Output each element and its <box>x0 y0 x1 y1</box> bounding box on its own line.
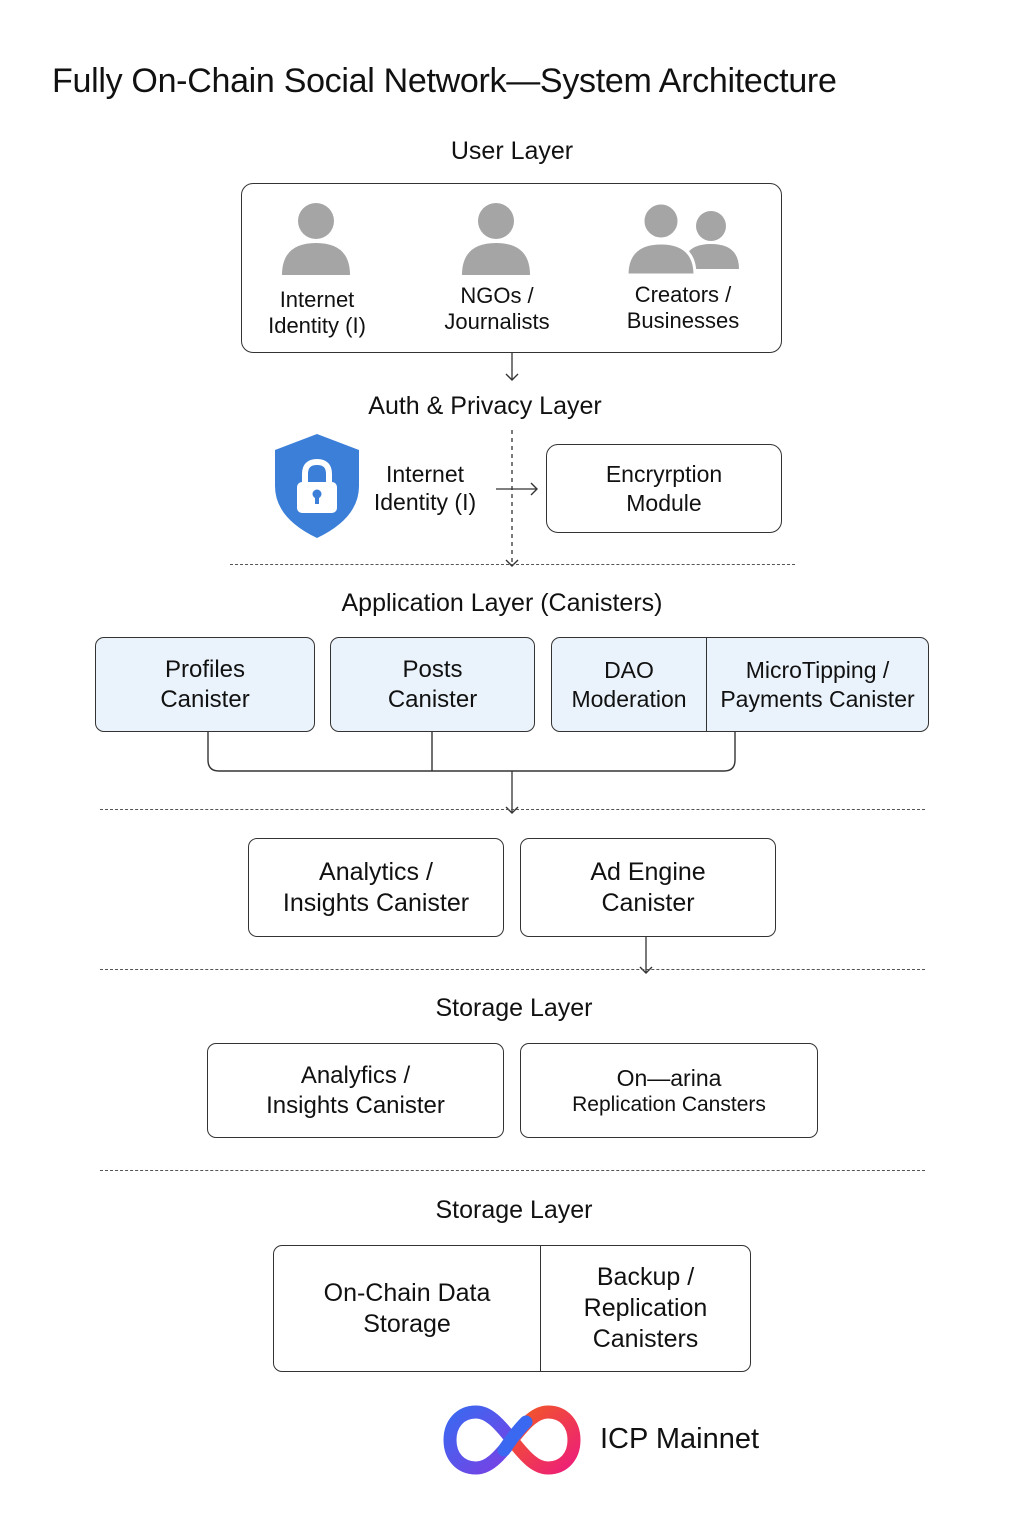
encryption-module-box: Encryrption Module <box>546 444 782 533</box>
posts-canister-box: Posts Canister <box>330 637 535 732</box>
divider-services <box>100 969 925 970</box>
auth-identity-label: Internet Identity (I) <box>373 461 477 516</box>
analytics-insights-canister-box: Analytics / Insights Canister <box>248 838 504 937</box>
shield-lock-icon <box>275 434 359 538</box>
person-icon <box>462 203 530 275</box>
dao-moderation-cell: DAO Moderation <box>552 638 707 731</box>
diagram-title: Fully On-Chain Social Network—System Arc… <box>52 62 837 100</box>
divider-application <box>100 809 925 810</box>
ad-engine-canister-box: Ad Engine Canister <box>520 838 776 937</box>
icp-infinity-logo-icon <box>443 1405 581 1475</box>
storage-data-backup-box: On-Chain Data Storage Backup / Replicati… <box>273 1245 751 1372</box>
profiles-canister-box: Profiles Canister <box>95 637 315 732</box>
dao-tipping-box: DAO Moderation MicroTipping / Payments C… <box>551 637 929 732</box>
group-icon <box>625 201 739 277</box>
storage-layer-label-1: Storage Layer <box>435 994 593 1022</box>
divider-auth <box>230 564 795 565</box>
onchain-data-storage-cell: On-Chain Data Storage <box>274 1246 541 1371</box>
microtipping-payments-cell: MicroTipping / Payments Canister <box>720 657 915 712</box>
icp-mainnet-label: ICP Mainnet <box>600 1423 760 1455</box>
user-creators-businesses-label: Creators / Businesses <box>626 282 740 334</box>
storage-analytics-box: Analyfics / Insights Canister <box>207 1043 504 1138</box>
application-layer-label: Application Layer (Canisters) <box>341 589 663 617</box>
user-layer-label: User Layer <box>450 137 574 165</box>
user-layer-box: Internet Identity (I) NGOs / Journalists… <box>241 183 782 353</box>
storage-replication-box: On—arina Replication Cansters <box>520 1043 818 1138</box>
person-icon <box>282 203 350 275</box>
user-internet-identity-label: Internet Identity (I) <box>268 287 366 339</box>
storage-layer-label-2: Storage Layer <box>435 1196 593 1224</box>
divider-storage <box>100 1170 925 1171</box>
backup-replication-cell: Backup / Replication Canisters <box>583 1263 708 1353</box>
auth-layer-label: Auth & Privacy Layer <box>368 392 602 420</box>
application-bracket-line <box>207 732 736 772</box>
user-ngos-journalists-label: NGOs / Journalists <box>444 283 550 335</box>
